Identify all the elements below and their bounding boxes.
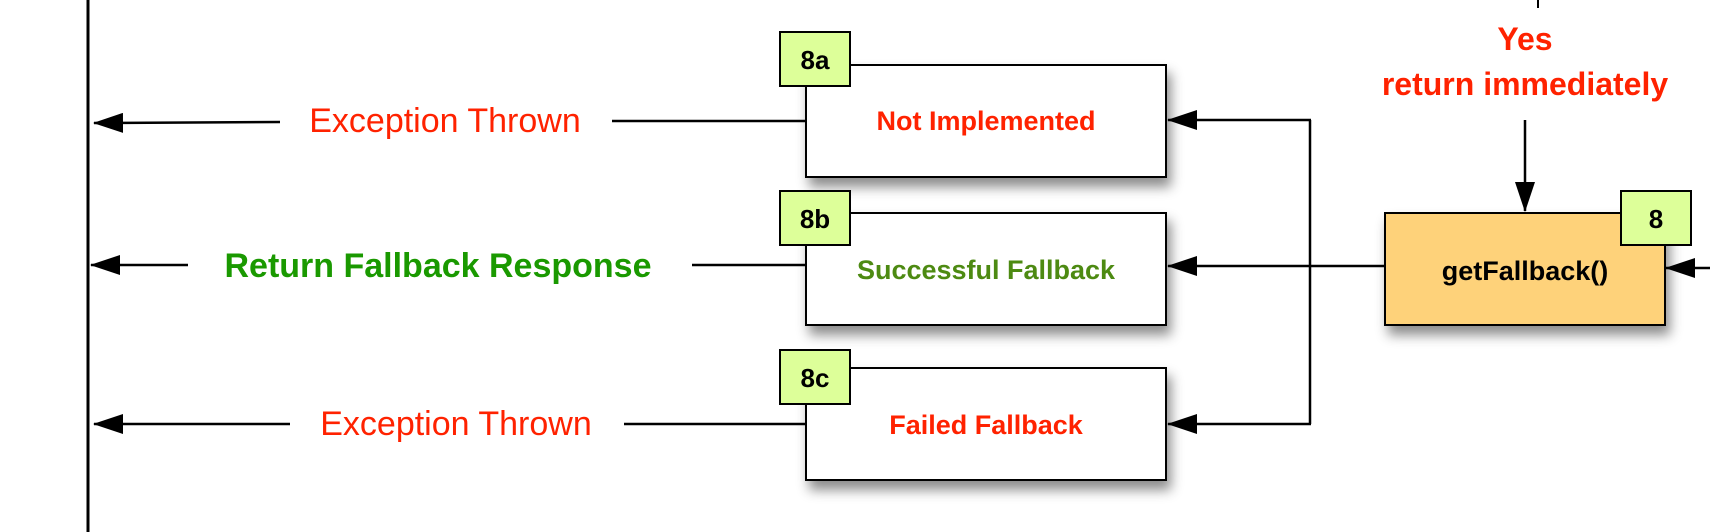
tag-8: 8 <box>1649 204 1663 234</box>
tag-8c-box <box>779 349 851 405</box>
box-get-fallback-text: getFallback() <box>1442 256 1609 286</box>
box-failed-fallback-text: Failed Fallback <box>889 410 1084 440</box>
box-successful-fallback: Successful Fallback 8b <box>779 190 1167 326</box>
note-yes: Yes <box>1497 21 1552 57</box>
box-not-implemented-text: Not Implemented <box>876 106 1095 136</box>
tag-8a-box <box>779 31 851 87</box>
box-successful-fallback-text: Successful Fallback <box>857 255 1116 285</box>
tag-8-box <box>1620 190 1692 246</box>
tag-8c: 8c <box>801 363 830 393</box>
label-exception-thrown-bottom: Exception Thrown <box>320 405 592 443</box>
arrow-exception-thrown-top <box>93 112 281 133</box>
box-failed-fallback: Failed Fallback 8c <box>779 349 1167 481</box>
label-exception-thrown-top: Exception Thrown <box>309 102 581 140</box>
label-return-fallback-response: Return Fallback Response <box>224 247 651 285</box>
tag-8b: 8b <box>800 204 830 234</box>
note-return-immediately: return immediately <box>1382 66 1669 102</box>
tag-8a: 8a <box>801 45 830 75</box>
box-not-implemented: Not Implemented 8a <box>779 31 1167 178</box>
box-get-fallback: getFallback() 8 <box>1384 190 1692 326</box>
tag-8b-box <box>779 190 851 246</box>
